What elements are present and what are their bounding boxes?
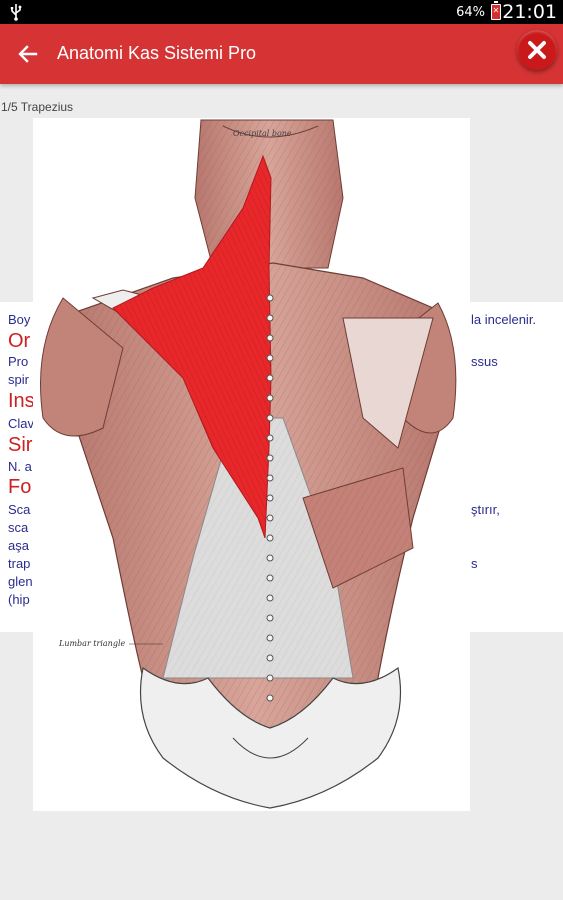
insertion-text: Clav bbox=[8, 416, 35, 431]
function-text-2: sca bbox=[8, 520, 29, 535]
page-title: Anatomi Kas Sistemi Pro bbox=[57, 43, 257, 63]
nerve-heading: Sir bbox=[8, 434, 33, 456]
function-text-right-4: s bbox=[471, 556, 478, 571]
function-text-3: aşa bbox=[8, 538, 29, 553]
battery-charging-icon: ✕ bbox=[491, 1, 501, 20]
intro-text-right: la incelenir. bbox=[471, 312, 537, 327]
close-button[interactable] bbox=[517, 30, 557, 70]
clock: 21:01 bbox=[502, 1, 557, 23]
nerve-text: N. a bbox=[8, 459, 32, 474]
arrow-back-icon[interactable] bbox=[14, 40, 42, 68]
close-icon bbox=[528, 41, 546, 59]
function-text-5: glen bbox=[8, 574, 33, 589]
usb-icon bbox=[10, 4, 22, 21]
function-text-1: Sca bbox=[8, 502, 31, 517]
muscle-illustration[interactable]: Occipital bone bbox=[33, 118, 470, 811]
function-text-6: (hip bbox=[8, 592, 30, 607]
app-bar: Anatomi Kas Sistemi Pro bbox=[0, 24, 563, 84]
occipital-label: Occipital bone bbox=[233, 129, 292, 138]
origin-text-right: ssus bbox=[471, 354, 498, 369]
origin-text: Pro bbox=[8, 354, 29, 369]
status-bar: 64% ✕ 21:01 bbox=[0, 0, 563, 24]
intro-text: Boy bbox=[8, 312, 31, 327]
insertion-heading: Ins bbox=[8, 390, 35, 412]
function-text-right-1: ştırır, bbox=[471, 502, 500, 517]
origin-heading: Or bbox=[8, 330, 31, 352]
origin-text-2: spir bbox=[8, 372, 29, 387]
function-text-4: trap bbox=[8, 556, 31, 571]
back-muscles-drawing: Occipital bone bbox=[40, 119, 457, 809]
battery-percent: 64% bbox=[456, 5, 485, 20]
function-heading: Fo bbox=[8, 476, 32, 498]
pager-label: 1/5 Trapezius bbox=[1, 100, 74, 114]
lumbar-triangle-label: Lumbar triangle bbox=[58, 639, 126, 648]
